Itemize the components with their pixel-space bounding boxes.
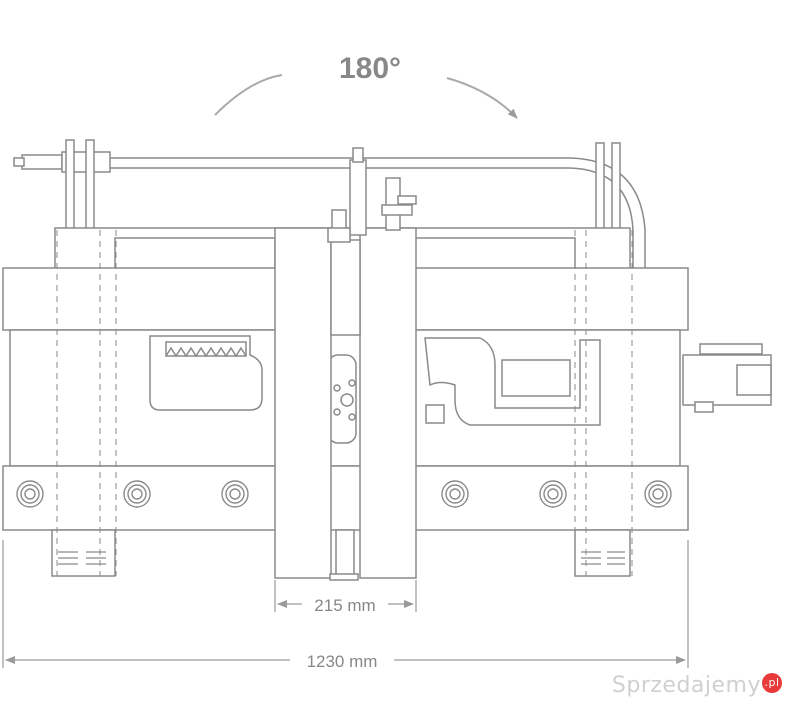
pipe-fitting-left bbox=[21, 154, 63, 170]
dim-inner-label: 215 mm bbox=[314, 596, 375, 615]
valve-stem bbox=[349, 159, 367, 236]
bolt bbox=[16, 480, 44, 508]
bolt-row bbox=[16, 480, 672, 508]
fork-foot-left bbox=[51, 529, 116, 577]
valve-base bbox=[327, 227, 351, 243]
center-gap-upper bbox=[330, 239, 361, 336]
watermark-badge: .pl bbox=[762, 673, 782, 693]
dimensions bbox=[2, 540, 689, 668]
bolt bbox=[539, 480, 567, 508]
square-nut bbox=[425, 404, 445, 424]
cylinder-block bbox=[501, 359, 571, 397]
center-plate-right bbox=[359, 227, 417, 579]
pipe-nut-left bbox=[13, 157, 25, 167]
side-lever-tab bbox=[397, 195, 417, 205]
control-valve bbox=[327, 147, 417, 243]
cylinder-bracket bbox=[424, 337, 601, 426]
lower-beam bbox=[2, 465, 689, 531]
bolt bbox=[441, 480, 469, 508]
bolt bbox=[221, 480, 249, 508]
hidden-lines bbox=[56, 230, 633, 576]
top-plate-slot-right bbox=[414, 237, 576, 271]
hitch-pin bbox=[694, 401, 714, 413]
gear-segment bbox=[149, 335, 263, 411]
hitch-latch bbox=[699, 343, 763, 355]
rotator-body bbox=[2, 139, 772, 581]
watermark-text: Sprzedajemy bbox=[611, 673, 761, 698]
dim-outer-label: 1230 mm bbox=[307, 652, 378, 671]
bolt bbox=[644, 480, 672, 508]
hydraulic-pipe bbox=[13, 151, 646, 268]
rotation-arc-left bbox=[214, 74, 283, 116]
hitch-socket bbox=[682, 343, 772, 413]
side-lever-clamp bbox=[381, 204, 413, 216]
top-plate-slot-left bbox=[114, 237, 276, 271]
fork-foot-right bbox=[574, 529, 631, 577]
rotation-label: 180° bbox=[339, 52, 401, 85]
watermark: Sprzedajemy.pl bbox=[612, 673, 782, 698]
center-post bbox=[335, 529, 355, 579]
hitch-inner bbox=[736, 364, 772, 396]
rotation-indicator: 180° bbox=[214, 52, 518, 119]
center-plate-left bbox=[274, 227, 332, 579]
center-post-base bbox=[329, 573, 359, 581]
rotation-arc-right bbox=[446, 77, 518, 119]
rotating-hub bbox=[327, 354, 357, 444]
valve-cap bbox=[352, 147, 364, 163]
fork-foot-marks bbox=[58, 551, 625, 565]
bolt bbox=[123, 480, 151, 508]
